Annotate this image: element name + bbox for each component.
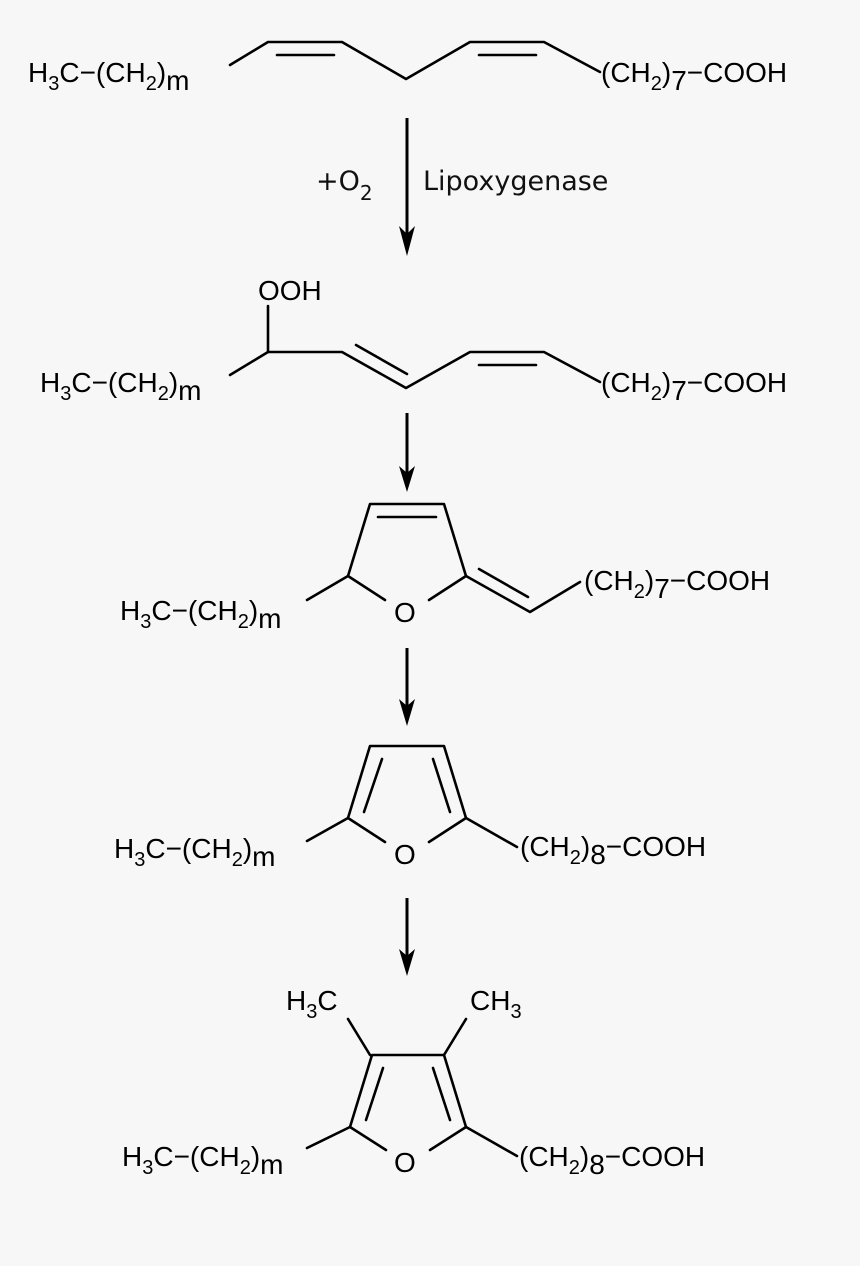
right-methyl-label: CH3 (470, 985, 522, 1023)
hydroperoxy-group-label: OOH (258, 275, 322, 306)
compound-furan-fatty-acid: H3C−(CH2)m O (CH2)8−COOH (114, 744, 706, 872)
left-alkyl-chain-label: H3C−(CH2)m (114, 833, 275, 872)
reaction-arrow-3 (399, 648, 415, 726)
right-acid-chain-label: (CH2)8−COOH (520, 831, 706, 870)
skeletal-bonds (228, 304, 602, 390)
skeletal-bonds (228, 40, 602, 81)
ring-bonds (305, 744, 519, 849)
reaction-arrow-1: +O2 Lipoxygenase (316, 118, 608, 256)
left-alkyl-chain-label: H3C−(CH2)m (28, 57, 189, 96)
reagent-oxygen-label: +O2 (316, 166, 373, 205)
right-acid-chain-label: (CH2)8−COOH (519, 1141, 705, 1180)
compound-dihydrofuran-intermediate: H3C−(CH2)m O (CH2)7−COOH (120, 502, 770, 634)
ring-bonds (305, 502, 582, 614)
left-methyl-label: H3C (286, 985, 338, 1023)
reaction-arrow-4 (399, 898, 415, 976)
right-acid-chain-label: (CH2)7−COOH (584, 565, 770, 604)
right-acid-chain-label: (CH2)7−COOH (601, 367, 787, 406)
ring-oxygen-label: O (394, 597, 416, 628)
left-alkyl-chain-label: H3C−(CH2)m (40, 367, 201, 406)
compound-hydroperoxide: OOH H3C−(CH2)m (CH2)7−COOH (40, 275, 787, 406)
compound-dimethylfuran-fatty-acid: H3C CH3 H3C−(CH2)m O (CH2)8−COOH (122, 985, 705, 1180)
compound-linoleic-acid: H3C−(CH2)m (CH2)7−COOH (28, 40, 787, 96)
ring-oxygen-label: O (394, 1147, 416, 1178)
reaction-arrow-2 (399, 413, 415, 492)
ring-bonds (305, 1017, 519, 1158)
ring-oxygen-label: O (394, 839, 416, 870)
left-alkyl-chain-label: H3C−(CH2)m (122, 1141, 283, 1180)
catalyst-lipoxygenase-label: Lipoxygenase (423, 166, 608, 197)
right-acid-chain-label: (CH2)7−COOH (601, 57, 787, 96)
left-alkyl-chain-label: H3C−(CH2)m (120, 595, 281, 634)
